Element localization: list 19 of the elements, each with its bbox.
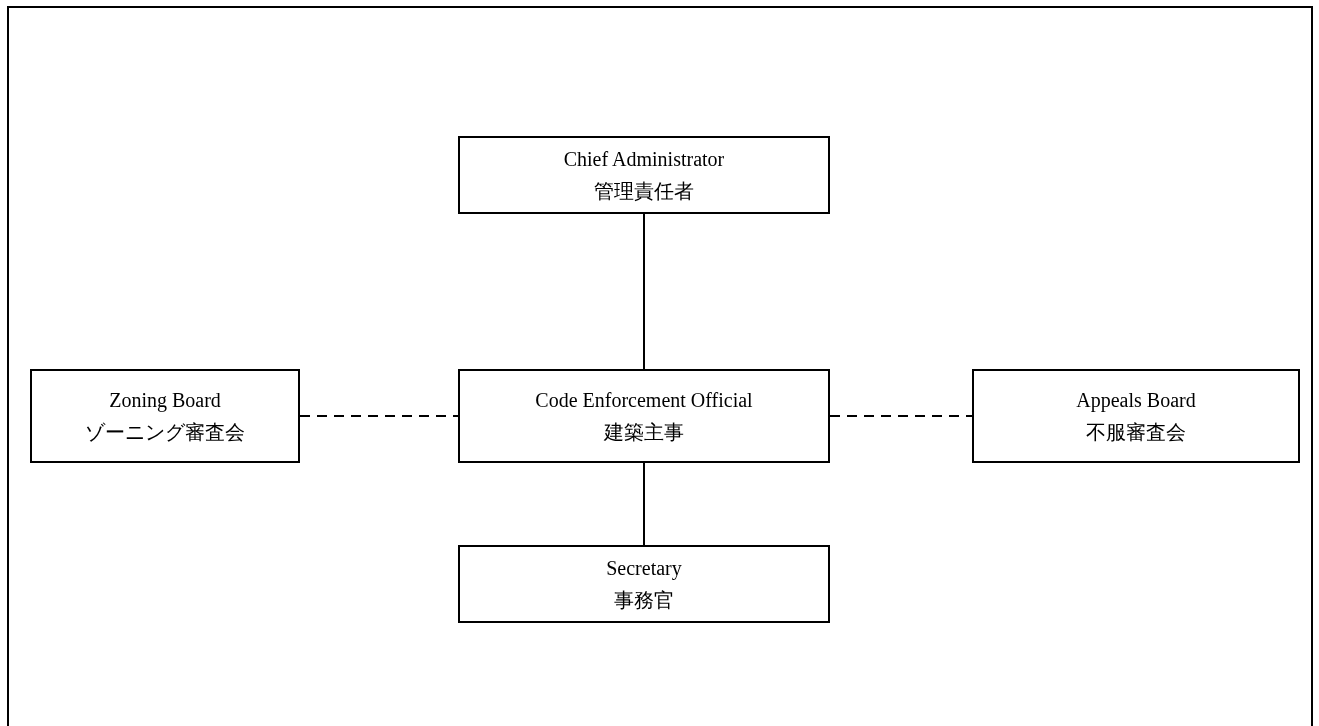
org-box [30, 369, 300, 463]
dashed-connector [299, 415, 459, 417]
connector-line [643, 213, 645, 370]
role-title: Zoning Board [109, 388, 221, 414]
role-title-japanese: 不服審査会 [1086, 420, 1186, 445]
role-title: Code Enforcement Official [535, 388, 753, 413]
role-title-japanese: 事務官 [614, 588, 674, 613]
dashed-connector [829, 415, 973, 417]
role-title: Chief Administrator [563, 147, 725, 172]
role-title-japanese: 建築主事 [604, 420, 684, 445]
role-title-japanese: 管理責任者 [594, 179, 694, 204]
role-title: Appeals Board [1076, 388, 1196, 414]
org-box [458, 545, 830, 623]
role-title: Secretary [606, 556, 682, 582]
org-box [458, 136, 830, 214]
role-title-japanese: ゾーニング審査会 [85, 420, 245, 445]
connector-line [643, 462, 645, 546]
org-box [972, 369, 1300, 463]
org-box [458, 369, 830, 463]
